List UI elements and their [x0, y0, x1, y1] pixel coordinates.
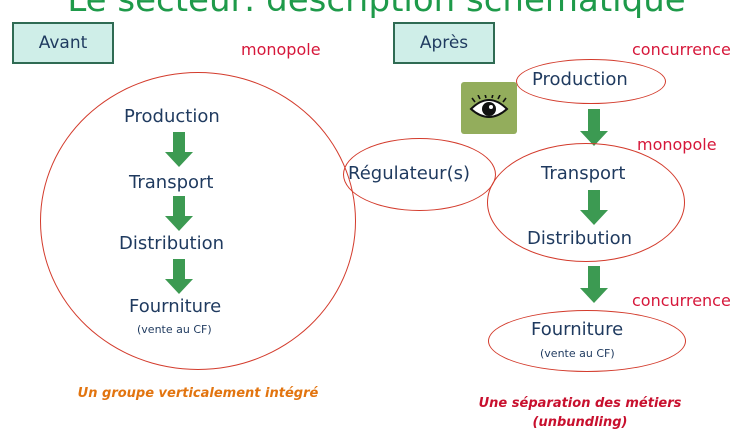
monopole-label-apres: monopole [637, 135, 717, 154]
caption-apres-line2: (unbundling) [532, 415, 628, 430]
apres-transport: Transport [541, 163, 626, 184]
apres-fourniture-sub: (vente au CF) [540, 347, 615, 360]
tab-apres: Après [393, 22, 495, 64]
tab-avant-label: Avant [38, 33, 88, 53]
apres-fourniture: Fourniture [531, 319, 624, 340]
production-ellipse [516, 59, 666, 104]
regulateur-label: Régulateur(s) [348, 163, 471, 184]
arrow-down-icon [580, 190, 608, 225]
arrow-down-icon [580, 266, 608, 303]
tab-avant: Avant [12, 22, 114, 64]
concurrence-label-top: concurrence [632, 40, 731, 59]
arrow-down-icon [165, 132, 193, 167]
apres-distribution: Distribution [527, 228, 633, 249]
tab-apres-label: Après [419, 33, 469, 53]
avant-fourniture-sub: (vente au CF) [137, 323, 212, 336]
eye-icon [461, 82, 517, 134]
arrow-down-icon [165, 196, 193, 231]
avant-distribution: Distribution [119, 233, 225, 254]
caption-apres: Une séparation des métiers (unbundling) [430, 394, 730, 432]
page-title: Le secteur: description schématique [67, 0, 686, 20]
integrated-group-ellipse [40, 72, 356, 370]
monopole-label-avant: monopole [241, 40, 321, 59]
apres-production: Production [532, 69, 628, 90]
network-ellipse [487, 143, 685, 262]
arrow-down-icon [165, 259, 193, 294]
avant-transport: Transport [129, 172, 214, 193]
avant-production: Production [124, 106, 220, 127]
caption-apres-line1: Une séparation des métiers [478, 396, 682, 411]
concurrence-label-bottom: concurrence [632, 291, 731, 310]
arrow-down-icon [580, 109, 608, 146]
fourniture-ellipse [488, 310, 686, 372]
regulateur-ellipse [343, 138, 496, 211]
avant-fourniture: Fourniture [129, 296, 222, 317]
caption-avant: Un groupe verticalement intégré [77, 386, 319, 401]
